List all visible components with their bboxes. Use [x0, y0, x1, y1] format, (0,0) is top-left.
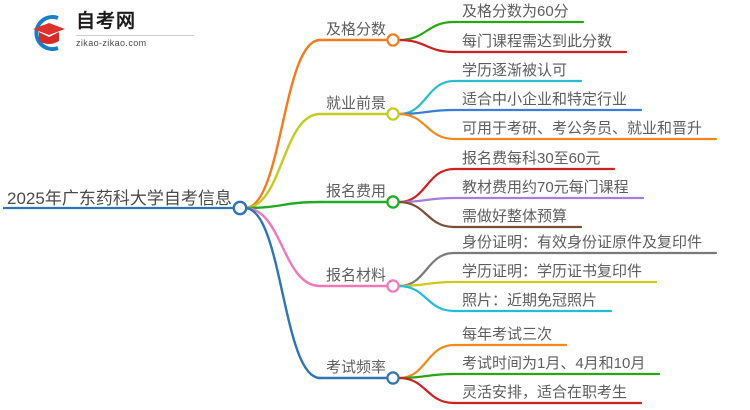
logo-subtitle: zikao-zikao.com — [76, 38, 147, 48]
root-topic-label: 2025年广东药科大学自考信息 — [7, 189, 232, 208]
branch-label-5: 考试频率 — [326, 359, 387, 376]
leaf-label-3-3: 需做好整体预算 — [462, 208, 568, 225]
leaf-connector — [397, 251, 456, 288]
branch-node-5 — [386, 371, 400, 385]
leaf-label-2-1: 学历逐渐被认可 — [462, 62, 568, 79]
leaf-label-2-3: 可用于考研、考公务员、就业和晋升 — [462, 120, 703, 137]
leaf-connector — [397, 343, 456, 380]
leaf-label-1-1: 及格分数为60分 — [462, 3, 569, 20]
leaf-connector — [397, 376, 456, 405]
branch-node-4 — [386, 279, 400, 293]
branch-connector — [243, 38, 322, 210]
branch-node-2 — [386, 107, 400, 121]
branch-connector — [243, 200, 322, 210]
branch-connector — [243, 112, 322, 210]
leaf-connector — [397, 79, 456, 116]
leaf-label-1-2: 每门课程需达到此分数 — [462, 33, 613, 50]
leaf-label-4-2: 学历证明：学历证书复印件 — [462, 263, 643, 280]
leaf-label-3-2: 教材费用约70元每门课程 — [462, 179, 629, 196]
branch-node-1 — [386, 33, 400, 47]
leaf-connector — [397, 112, 456, 141]
branch-connector — [243, 206, 322, 380]
graduation-cap-icon — [28, 12, 70, 54]
leaf-label-4-3: 照片：近期免冠照片 — [462, 292, 598, 309]
branch-label-4: 报名材料 — [326, 267, 387, 284]
branch-label-3: 报名费用 — [326, 183, 387, 200]
leaf-connector — [397, 38, 456, 54]
leaf-label-5-1: 每年考试三次 — [462, 326, 553, 343]
leaf-label-5-3: 灵活安排，适合在职考生 — [462, 384, 628, 401]
root-node — [232, 200, 248, 216]
logo-title: 自考网 — [76, 11, 137, 32]
leaf-connector — [397, 167, 456, 204]
leaf-connector — [397, 20, 456, 42]
site-logo: 自考网 zikao-zikao.com — [28, 10, 208, 56]
branch-node-3 — [386, 195, 400, 209]
leaf-label-3-1: 报名费每科30至60元 — [462, 150, 601, 167]
leaf-label-4-1: 身份证明：有效身份证原件及复印件 — [462, 234, 703, 251]
branch-connector — [243, 206, 322, 288]
leaf-label-5-2: 考试时间为1月、4月和10月 — [462, 355, 646, 372]
leaf-connector — [397, 200, 456, 229]
logo-divider — [76, 35, 194, 36]
leaf-label-2-2: 适合中小企业和特定行业 — [462, 91, 628, 108]
branch-label-1: 及格分数 — [326, 21, 387, 38]
leaf-connector — [397, 284, 456, 313]
branch-label-2: 就业前景 — [326, 95, 387, 112]
